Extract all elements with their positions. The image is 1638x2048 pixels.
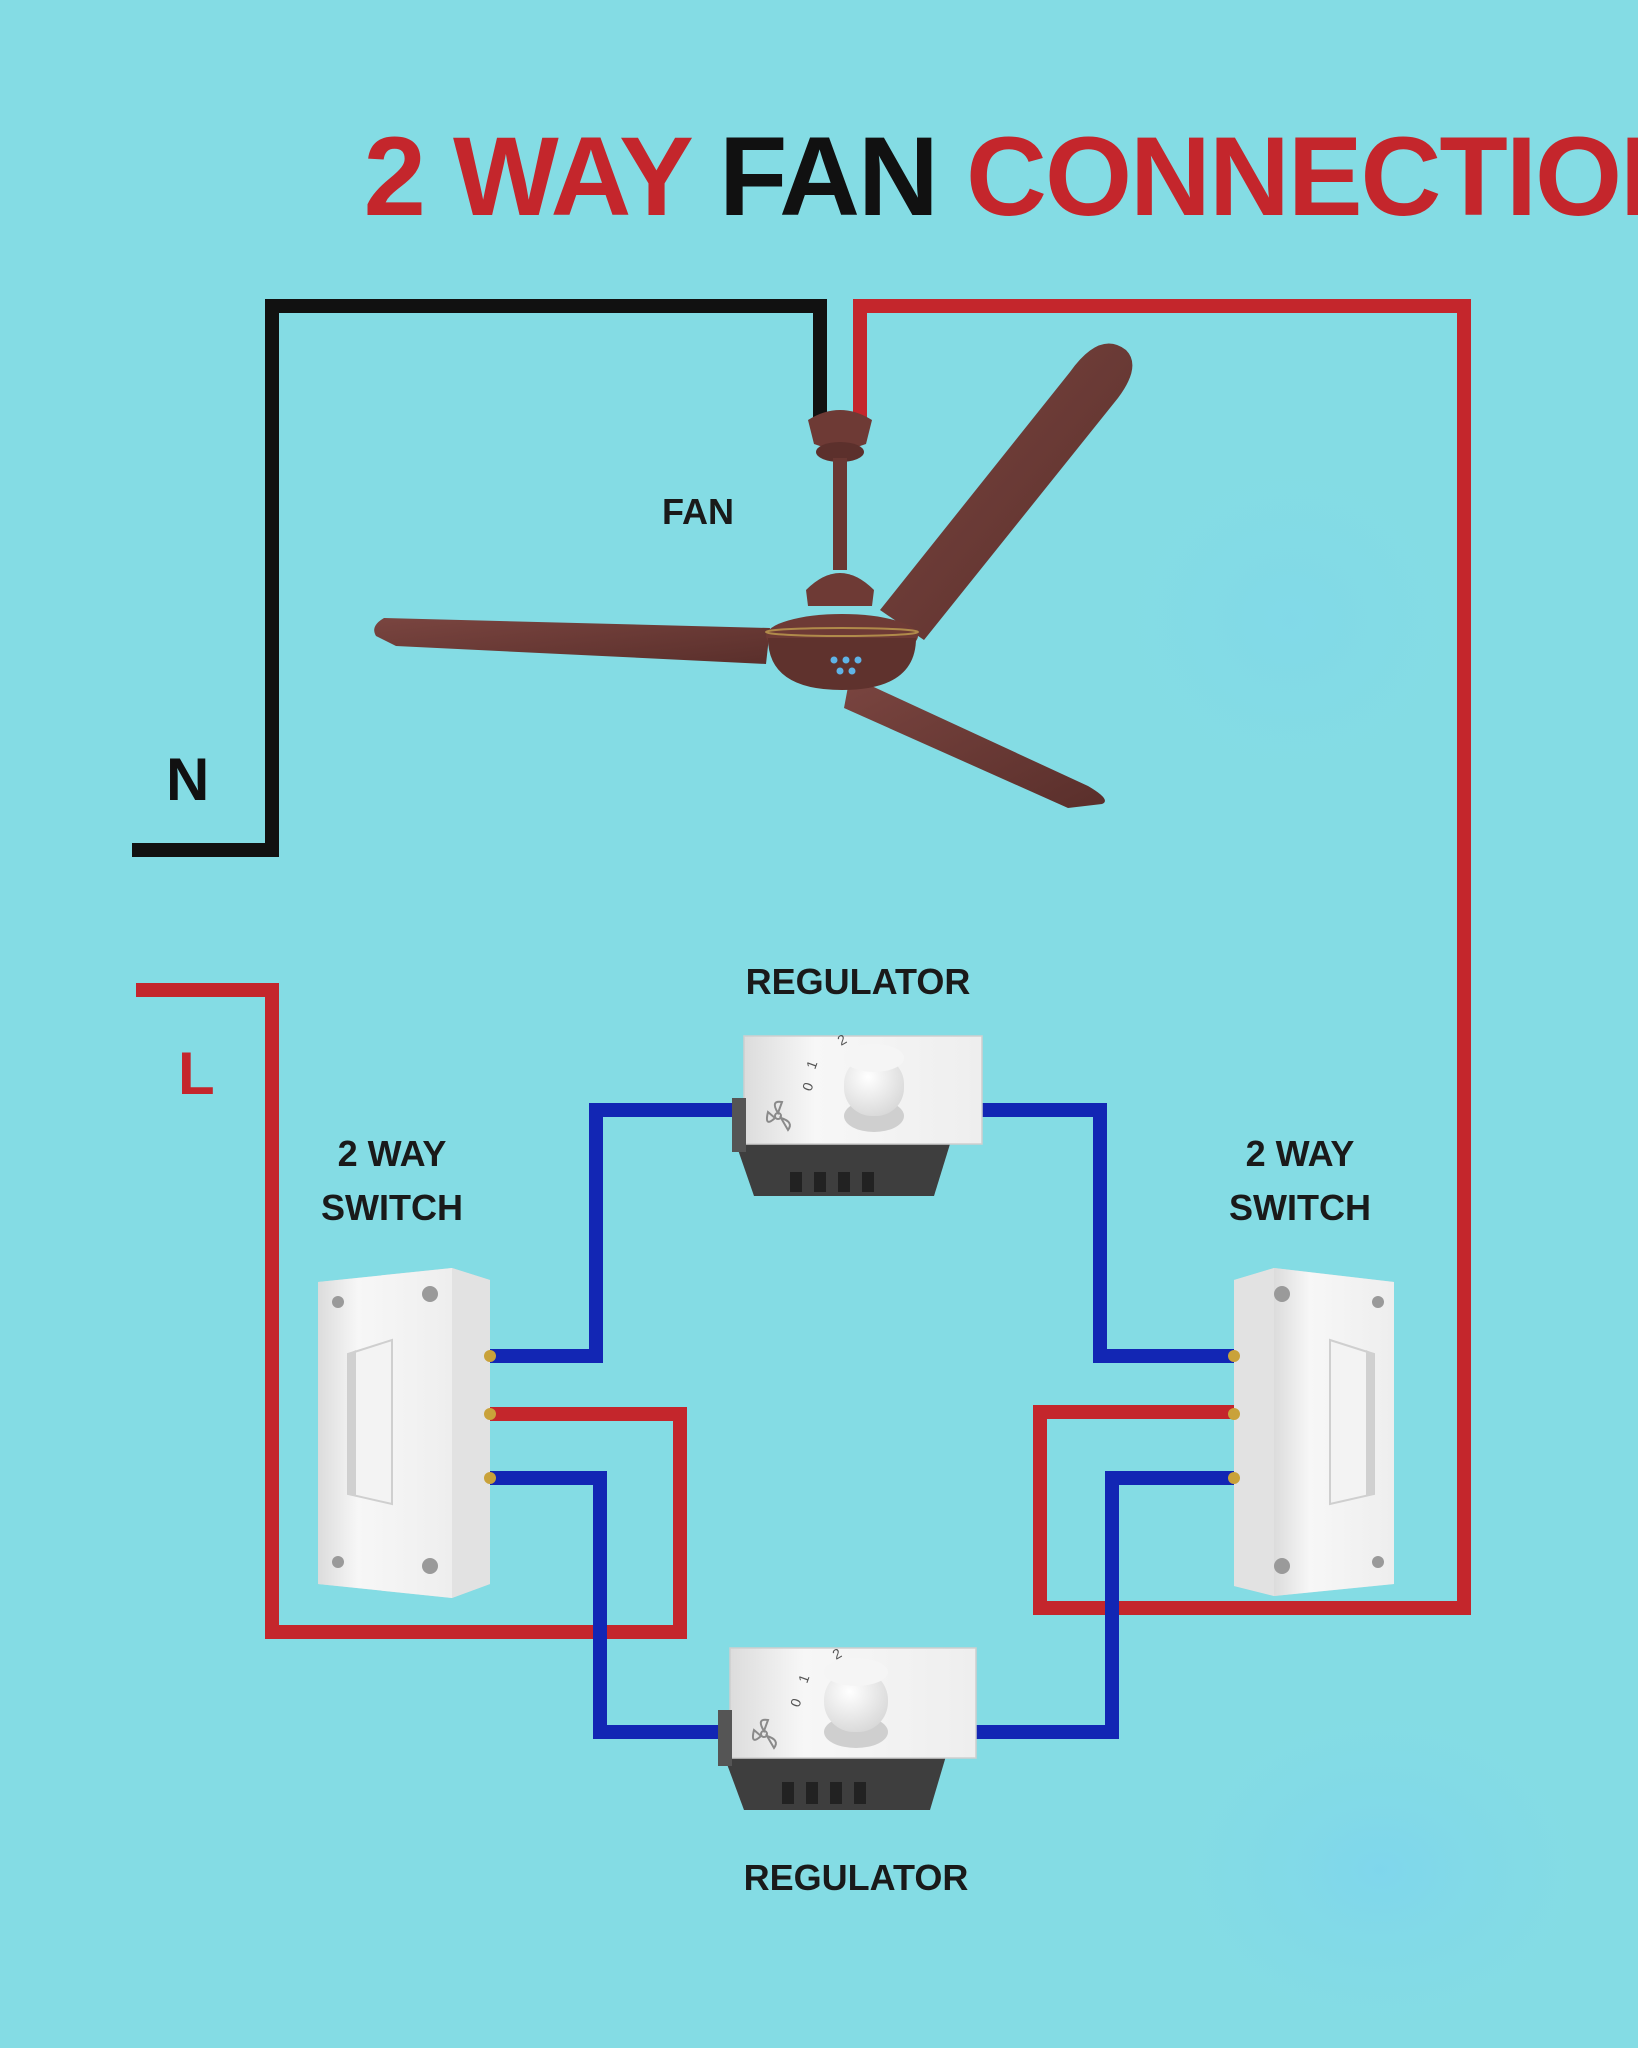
background-glow-upper	[1050, 400, 1530, 840]
title-part-2: FAN	[719, 114, 937, 239]
screw-icon	[1372, 1296, 1384, 1308]
regulator-knob-top	[844, 1044, 904, 1072]
regulator-top-label: REGULATOR	[746, 961, 971, 1002]
right-switch-label-line1: 2 WAY	[1246, 1133, 1355, 1174]
live-supply-wire	[136, 983, 687, 1639]
fan-blade-left	[374, 618, 770, 664]
two-way-switch-left-icon	[318, 1268, 496, 1598]
regulator-terminal-block	[732, 1098, 746, 1152]
regulator-bottom-label: REGULATOR	[744, 1857, 969, 1898]
fan-canopy-base	[816, 442, 864, 462]
switch-rocker-edge	[1366, 1350, 1374, 1496]
link-wire-top-right	[978, 1103, 1240, 1363]
fan-regulator-top-icon: 0 1 2	[732, 1031, 983, 1196]
ceiling-fan-icon	[374, 343, 1133, 808]
neutral-wire	[132, 299, 827, 857]
fan-regulator-bottom-icon: 0 1 2	[718, 1645, 977, 1810]
fan-blade-upper	[880, 343, 1133, 640]
link-wire-bottom-right	[972, 1471, 1240, 1739]
regulator-knob-top	[824, 1658, 888, 1686]
switch-side	[1234, 1268, 1274, 1596]
right-switch-label-line2: SWITCH	[1229, 1187, 1371, 1228]
switch-terminals	[484, 1350, 496, 1484]
diagram-title: 2 WAY FAN CONNECTION TRICK	[218, 114, 1638, 239]
regulator-base	[736, 1144, 950, 1196]
fan-downrod	[833, 458, 847, 570]
fan-trim	[765, 627, 919, 637]
screw-icon	[422, 1286, 438, 1302]
fan-live-wire	[853, 299, 1471, 1615]
regulator-knob	[844, 1056, 904, 1116]
fan-symbol-icon	[765, 1100, 791, 1132]
background-glow	[1120, 1670, 1638, 2048]
screw-icon	[1274, 1558, 1290, 1574]
screw-icon	[422, 1558, 438, 1574]
regulator-vents	[790, 1172, 874, 1192]
regulator-knob	[824, 1670, 888, 1732]
left-switch-label-line2: SWITCH	[321, 1187, 463, 1228]
link-wire-top-left	[486, 1103, 742, 1363]
screw-icon	[332, 1296, 344, 1308]
switch-rocker-edge	[348, 1350, 356, 1496]
screw-icon	[1372, 1556, 1384, 1568]
screw-icon	[332, 1556, 344, 1568]
regulator-vents	[782, 1782, 866, 1804]
fan-symbol-icon	[751, 1718, 777, 1750]
title-part-1: 2 WAY	[364, 114, 719, 239]
switch-terminals	[1228, 1350, 1240, 1484]
fan-led-dots	[830, 656, 862, 675]
regulator-terminal-block	[718, 1710, 732, 1766]
fan-motor-top	[806, 573, 874, 606]
switch-side	[452, 1268, 490, 1598]
fan-canopy	[808, 410, 872, 449]
screw-icon	[1274, 1286, 1290, 1302]
live-label: L	[178, 1040, 215, 1107]
fan-label: FAN	[662, 491, 734, 532]
title-part-3: CONNECTION TRICK	[937, 114, 1638, 239]
fan-body-bottom	[768, 638, 916, 690]
neutral-label: N	[166, 746, 209, 813]
link-wire-bottom-left	[486, 1471, 730, 1739]
two-way-switch-right-icon	[1228, 1268, 1394, 1596]
left-switch-label-line1: 2 WAY	[338, 1133, 447, 1174]
fan-blade-lower	[844, 676, 1105, 808]
